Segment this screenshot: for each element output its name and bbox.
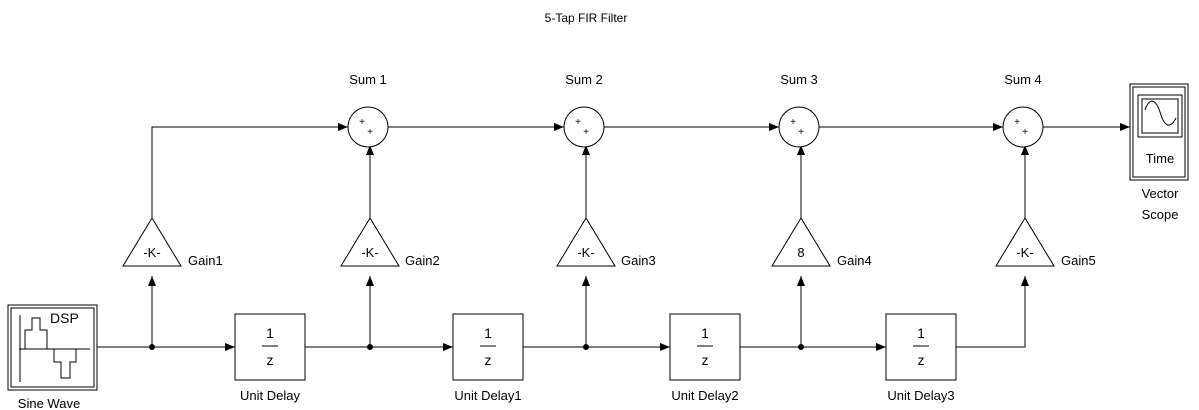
gain4-label: Gain4 (837, 253, 872, 268)
delay-numerator: 1 (917, 325, 925, 341)
sum3-label: Sum 3 (780, 72, 818, 87)
delay-denominator: z (267, 352, 274, 368)
branch-point (149, 344, 155, 350)
sum4-block[interactable]: ++ (1002, 106, 1044, 148)
gain1-block[interactable]: -K- (122, 217, 182, 267)
sum-sign: + (1014, 117, 1020, 128)
unit-delay2-block[interactable]: 1 z (669, 313, 741, 381)
delay-denominator: z (918, 352, 925, 368)
sum-sign: + (1022, 127, 1028, 138)
gain5-block[interactable]: -K- (995, 217, 1055, 267)
scope-icon (1137, 94, 1183, 138)
sum-sign: + (583, 127, 589, 138)
unit-delay-block[interactable]: 1 z (234, 313, 306, 381)
sum2-block[interactable]: ++ (563, 106, 605, 148)
gain-value: -K- (1016, 245, 1033, 260)
unit-delay-label: Unit Delay (240, 388, 300, 403)
sine-wave-label: Sine Wave (18, 396, 80, 410)
scope-mode-text: Time (1146, 151, 1174, 166)
vector-scope-label-line1: Vector (1142, 186, 1180, 201)
diagram-title: 5-Tap FIR Filter (545, 11, 628, 25)
sum-signs: ++ (575, 117, 589, 138)
branch-point (583, 344, 589, 350)
branch-points (149, 344, 804, 350)
sum-sign: + (790, 117, 796, 128)
sum1-block[interactable]: ++ (347, 106, 389, 148)
gain-value: -K- (143, 245, 160, 260)
sine-wave-block[interactable]: DSP (7, 304, 98, 391)
gain-value: 8 (797, 245, 804, 260)
dsp-badge: DSP (50, 310, 79, 326)
gain-value: -K- (361, 245, 378, 260)
sum1-label: Sum 1 (349, 72, 387, 87)
unit-delay1-block[interactable]: 1 z (452, 313, 524, 381)
gain-value: -K- (577, 245, 594, 260)
sum-sign: + (367, 127, 373, 138)
gain3-label: Gain3 (621, 253, 656, 268)
sum2-label: Sum 2 (565, 72, 603, 87)
delay-numerator: 1 (701, 325, 709, 341)
gain4-block[interactable]: 8 (771, 217, 831, 267)
unit-delay2-label: Unit Delay2 (671, 388, 738, 403)
sum-sign: + (575, 117, 581, 128)
sum-sign: + (798, 127, 804, 138)
unit-delay3-block[interactable]: 1 z (885, 313, 957, 381)
sum-signs: ++ (1014, 117, 1028, 138)
gain2-block[interactable]: -K- (340, 217, 400, 267)
delay-numerator: 1 (266, 325, 274, 341)
vector-scope-block[interactable]: Time (1129, 83, 1189, 181)
unit-delay1-label: Unit Delay1 (454, 388, 521, 403)
delay-numerator: 1 (484, 325, 492, 341)
sum-signs: ++ (790, 117, 804, 138)
gain3-block[interactable]: -K- (556, 217, 616, 267)
branch-point (367, 344, 373, 350)
unit-delay3-label: Unit Delay3 (887, 388, 954, 403)
sum-signs: ++ (359, 117, 373, 138)
signal-wires (97, 123, 1130, 351)
delay-denominator: z (485, 352, 492, 368)
sine-wave-icon: DSP (19, 310, 90, 382)
vector-scope-label-line2: Scope (1142, 207, 1179, 222)
delay-denominator: z (702, 352, 709, 368)
sum-sign: + (359, 117, 365, 128)
sum3-block[interactable]: ++ (778, 106, 820, 148)
gain5-label: Gain5 (1061, 253, 1096, 268)
gain2-label: Gain2 (405, 253, 440, 268)
gain1-label: Gain1 (188, 253, 223, 268)
branch-point (798, 344, 804, 350)
sum4-label: Sum 4 (1004, 72, 1042, 87)
